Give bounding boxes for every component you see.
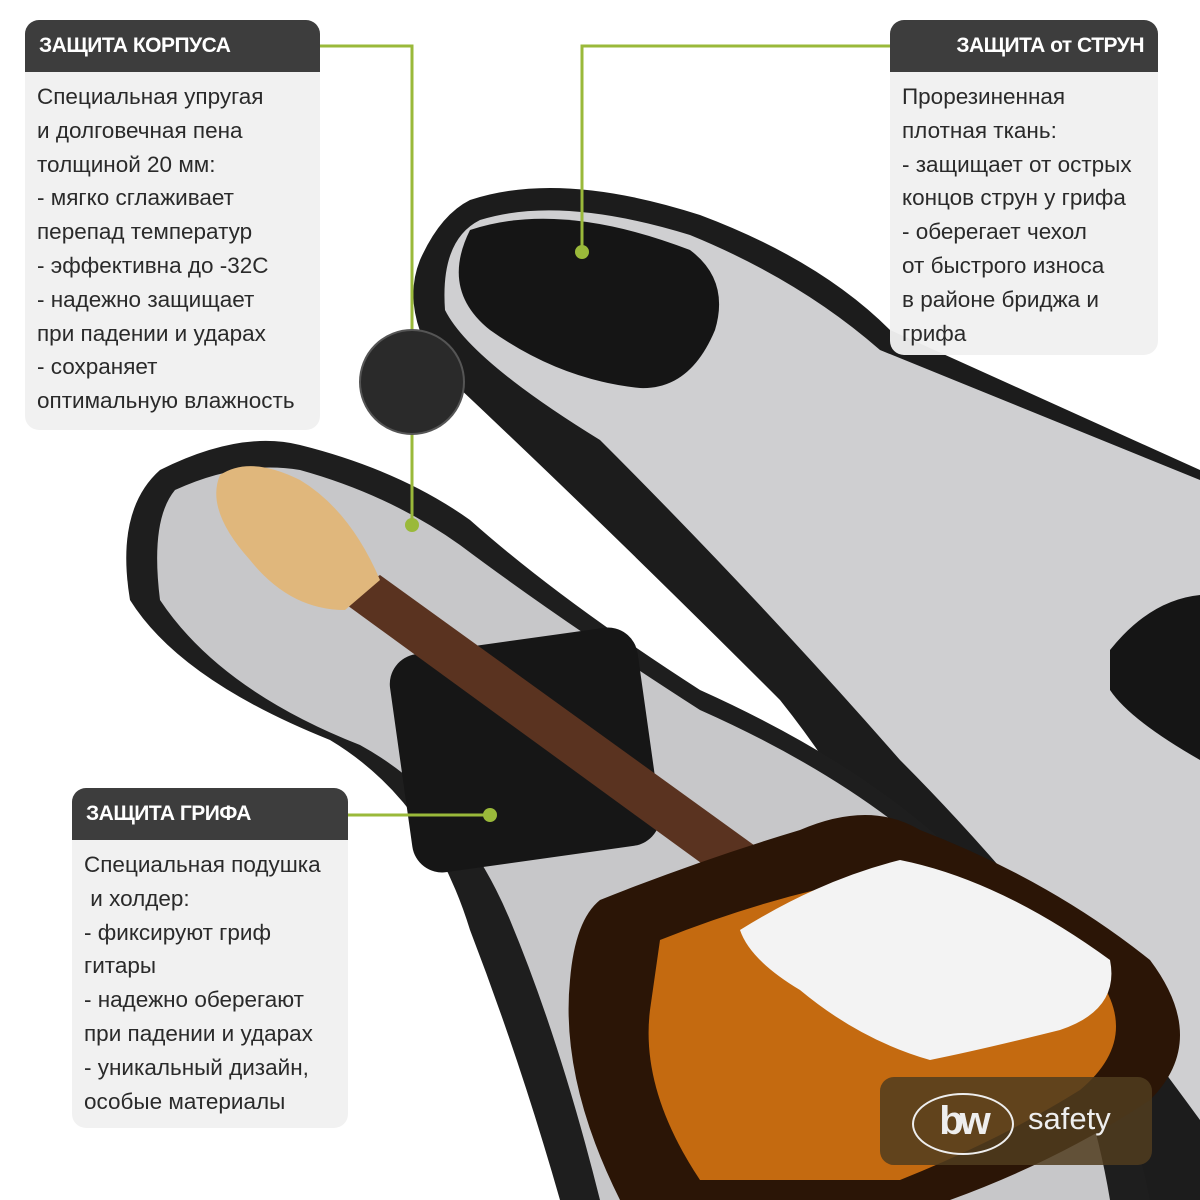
neck-protection-title: ЗАЩИТА ГРИФА	[72, 788, 348, 840]
guitar-pickguard	[740, 860, 1112, 1060]
string-protection-title: ЗАЩИТА от СТРУН	[890, 20, 1158, 72]
string-protection-pad-2	[1110, 595, 1200, 760]
neck-protection-text: Специальная подушка и холдер: - фиксирую…	[72, 840, 348, 1128]
brand-logo-word: safety	[1028, 1101, 1111, 1136]
brand-logo-mark: bw	[912, 1093, 1014, 1155]
string-protection-pad	[458, 218, 720, 389]
guitar-neck	[340, 575, 830, 935]
string-protection-text: Прорезиненная плотная ткань: - защищает …	[890, 72, 1158, 355]
guitar-headstock	[216, 466, 380, 610]
body-protection-title: ЗАЩИТА КОРПУСА	[25, 20, 320, 72]
body-protection-text: Специальная упругая и долговечная пена т…	[25, 72, 320, 430]
case-lid-lining	[444, 210, 1200, 1120]
neck-cushion	[389, 627, 661, 873]
brand-logo: bw safety	[880, 1077, 1152, 1165]
